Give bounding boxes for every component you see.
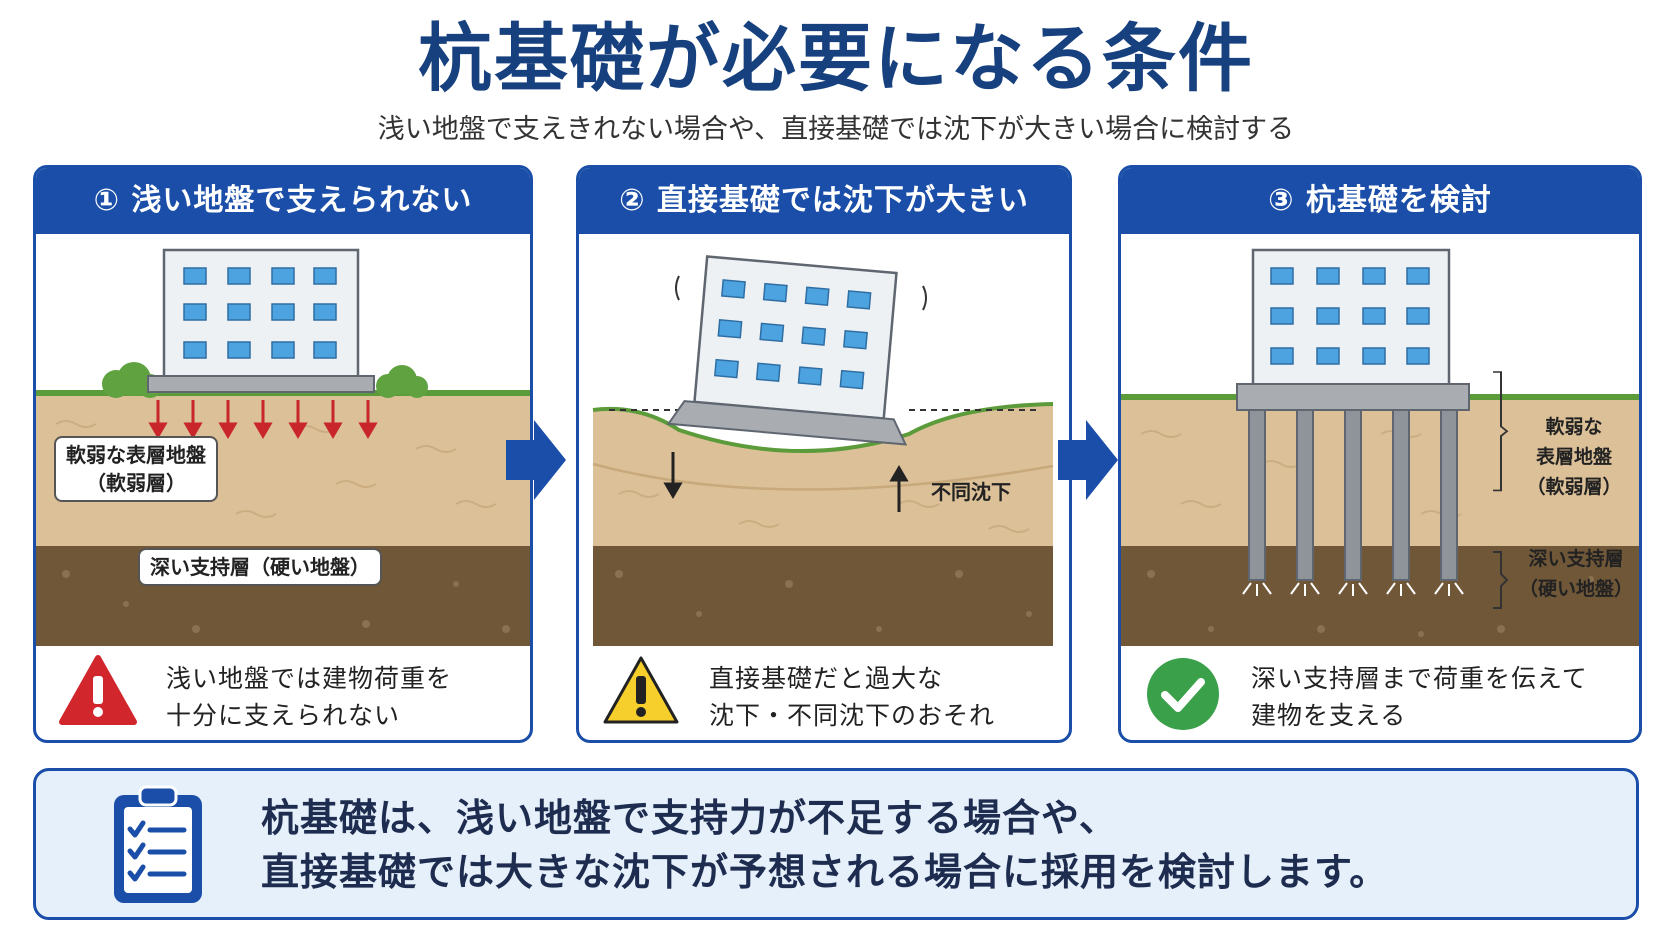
warning-yellow-icon <box>603 656 679 724</box>
note-text: 浅い地盤では建物荷重を 十分に支えられない <box>166 664 453 730</box>
panel-shallow-ground: ① 浅い地盤で支えられない <box>33 165 533 743</box>
hard-soil-layer <box>593 546 1053 646</box>
clipboard-checklist-icon <box>114 785 202 903</box>
panel-pile-foundation: ③ 杭基礎を検討 <box>1118 165 1642 743</box>
settlement-arrow-up <box>889 465 909 512</box>
summary-line-2: 直接基礎では大きな沈下が予想される場合に採用を検討します。 <box>261 850 1389 894</box>
warning-red-icon <box>59 655 137 725</box>
load-arrows <box>148 400 378 439</box>
panel-illustration <box>36 234 530 646</box>
panel-note: 浅い地盤では建物荷重を 十分に支えられない <box>36 646 530 740</box>
summary-line-1: 杭基礎は、浅い地盤で支持力が不足する場合や、 <box>261 796 1118 840</box>
settlement-arrow-down <box>663 452 683 499</box>
hard-layer-label: 深い支持層 （硬い地盤） <box>1518 548 1633 600</box>
summary-text: 杭基礎は、浅い地盤で支持力が不足する場合や、 直接基礎では大きな沈下が予想される… <box>261 791 1388 899</box>
arrow-right-icon <box>1058 420 1118 500</box>
foundation-slab <box>147 375 375 393</box>
panel-heading: ② 直接基礎では沈下が大きい <box>579 168 1069 234</box>
soft-layer-label: 軟弱な表層地盤 （軟弱層） <box>54 436 218 502</box>
panel-heading: ③ 杭基礎を検討 <box>1121 168 1639 234</box>
panel-illustration <box>579 234 1069 646</box>
panel-note: 直接基礎だと過大な 沈下・不同沈下のおそれ <box>579 646 1069 740</box>
check-green-icon <box>1147 658 1219 730</box>
panel-heading: ① 浅い地盤で支えられない <box>36 168 530 234</box>
bearing-marks <box>1242 582 1464 596</box>
hard-layer-label: 深い支持層（硬い地盤） <box>138 548 382 586</box>
hard-soil-layer <box>1121 546 1639 646</box>
soft-layer-label: 軟弱な 表層地盤 （軟弱層） <box>1526 416 1622 498</box>
uneven-settlement-label: 不同沈下 <box>931 480 1011 504</box>
note-text: 深い支持層まで荷重を伝えて 建物を支える <box>1251 664 1588 730</box>
panel-settlement: ② 直接基礎では沈下が大きい <box>576 165 1072 743</box>
note-text: 直接基礎だと過大な 沈下・不同沈下のおそれ <box>709 664 996 730</box>
pile-cap <box>1236 383 1470 411</box>
bracket-hard <box>1493 551 1509 609</box>
bracket-soft <box>1493 371 1509 492</box>
bush-right <box>376 365 428 398</box>
page-title: 杭基礎が必要になる条件 <box>418 16 1254 102</box>
panel-note: 深い支持層まで荷重を伝えて 建物を支える <box>1121 646 1639 740</box>
panel-illustration <box>1121 234 1639 646</box>
summary-box: 杭基礎は、浅い地盤で支持力が不足する場合や、 直接基礎では大きな沈下が予想される… <box>33 768 1639 920</box>
piles <box>1248 409 1458 581</box>
page-subtitle: 浅い地盤で支えきれない場合や、直接基礎では沈下が大きい場合に検討する <box>377 114 1295 145</box>
arrow-right-icon <box>506 420 566 500</box>
tilted-building <box>666 255 908 446</box>
soft-soil-layer <box>1121 398 1639 546</box>
